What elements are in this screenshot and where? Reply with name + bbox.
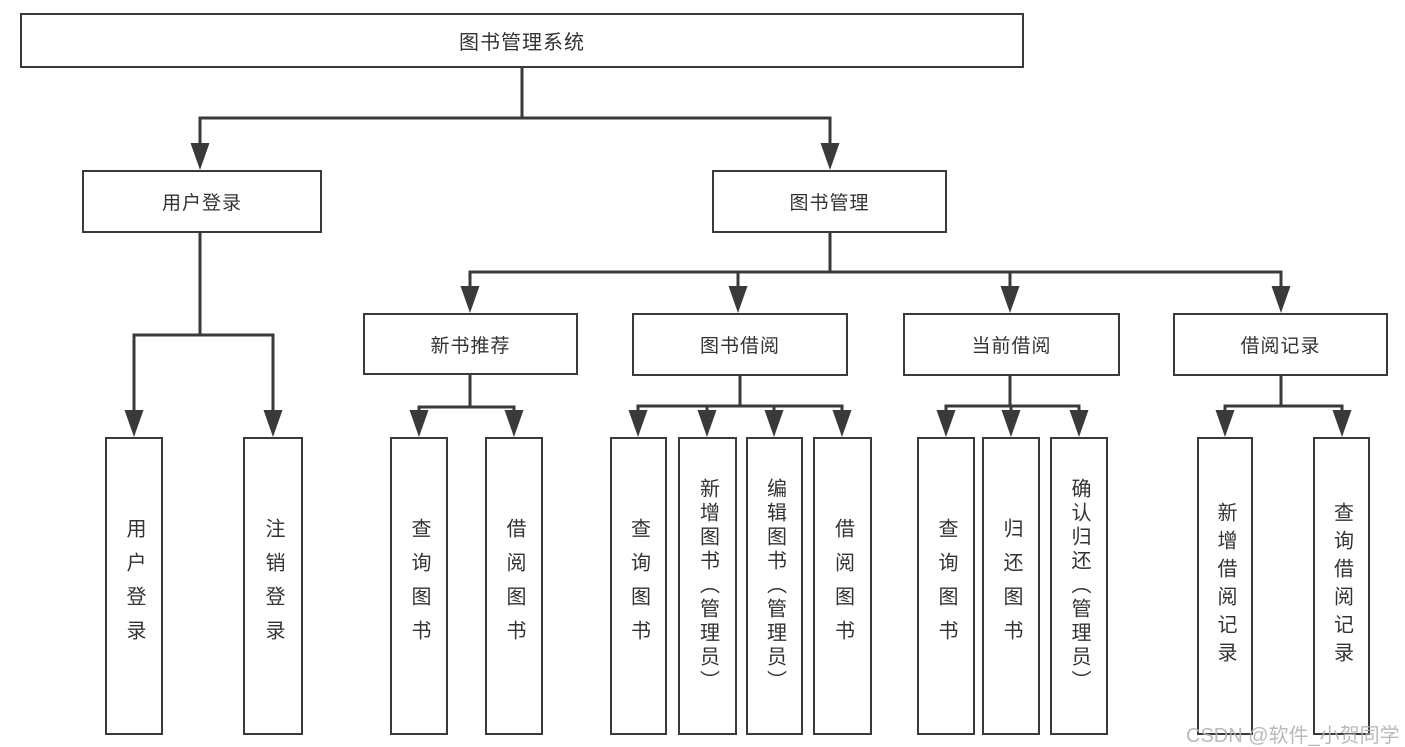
- leaf-borrow-borrow-books: 借阅图书: [813, 437, 872, 735]
- node-book-management: 图书管理: [712, 170, 947, 233]
- leaf-recommend-borrow-books: 借阅图书: [485, 437, 543, 735]
- node-label: 新书推荐: [430, 335, 511, 357]
- node-label: 图书管理: [789, 193, 870, 214]
- leaf-label: 查询图书: [935, 518, 957, 654]
- connector-root: [198, 66, 832, 148]
- leaf-label: 借阅图书: [503, 518, 525, 654]
- leaf-label: 注销登录: [262, 518, 284, 654]
- node-label: 图书借阅: [699, 336, 780, 357]
- leaf-label: 查询图书: [408, 518, 430, 654]
- node-label: 借阅记录: [1240, 336, 1321, 357]
- leaf-logout: 注销登录: [243, 437, 303, 735]
- leaf-user-login: 用户登录: [105, 437, 163, 735]
- leaf-recommend-query-books: 查询图书: [390, 437, 448, 735]
- node-new-book-recommend: 新书推荐: [363, 313, 578, 375]
- leaf-label: 用户登录: [123, 518, 145, 654]
- leaf-borrow-add-books-admin: 新增图书（管理员）: [678, 437, 737, 735]
- node-label: 用户登录: [161, 193, 242, 214]
- leaf-label: 借阅图书: [831, 518, 854, 654]
- node-label: 图书管理系统: [459, 32, 585, 54]
- connector-borrow: [636, 374, 844, 416]
- connector-recommend: [417, 373, 516, 416]
- csdn-watermark: CSDN @软件_小贺同学: [1186, 725, 1400, 747]
- connector-book-mgmt: [468, 231, 1283, 292]
- arrowheads: [124, 143, 1352, 437]
- leaf-label: 新增图书（管理员）: [696, 478, 719, 694]
- leaf-current-query-books: 查询图书: [917, 437, 975, 735]
- node-label: 当前借阅: [971, 336, 1052, 357]
- node-user-login: 用户登录: [82, 170, 322, 233]
- leaf-label: 编辑图书（管理员）: [763, 478, 786, 694]
- connector-current: [944, 374, 1081, 416]
- node-library-management-system: 图书管理系统: [20, 13, 1024, 68]
- leaf-label: 新增借阅记录: [1214, 502, 1236, 670]
- leaf-borrow-query-books: 查询图书: [610, 437, 667, 735]
- leaf-label: 归还图书: [1000, 518, 1022, 654]
- leaf-current-return-books: 归还图书: [982, 437, 1040, 735]
- leaf-current-confirm-return-admin: 确认归还（管理员）: [1050, 437, 1108, 735]
- connector-user-login: [132, 231, 275, 416]
- leaf-records-add-record: 新增借阅记录: [1197, 437, 1253, 735]
- leaf-label: 查询借阅记录: [1330, 502, 1353, 670]
- leaf-label: 确认归还（管理员）: [1068, 478, 1090, 694]
- node-current-borrow: 当前借阅: [903, 313, 1120, 376]
- node-book-borrow: 图书借阅: [632, 313, 848, 376]
- connector-records: [1223, 374, 1344, 416]
- node-borrow-records: 借阅记录: [1173, 313, 1388, 376]
- leaf-label: 查询图书: [627, 518, 650, 654]
- leaf-records-query-record: 查询借阅记录: [1313, 437, 1370, 735]
- leaf-borrow-edit-books-admin: 编辑图书（管理员）: [746, 437, 803, 735]
